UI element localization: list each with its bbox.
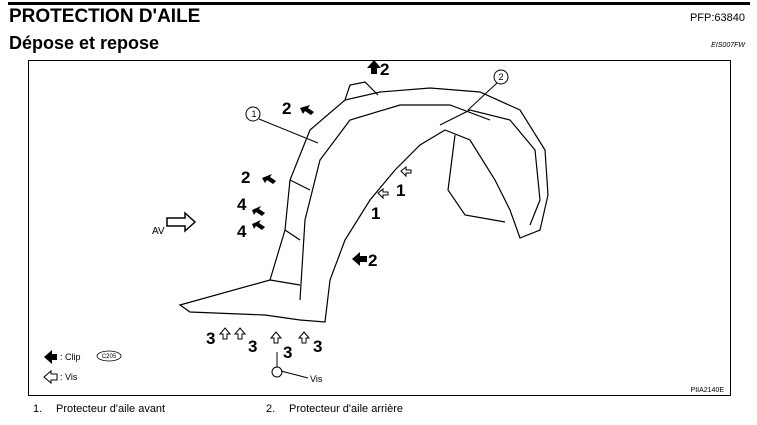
legend-clip-label: : Clip — [60, 352, 81, 362]
screw-arrow-icons — [43, 165, 412, 385]
callout-clip-b: 4 — [237, 195, 247, 214]
screw-label: Vis — [310, 374, 323, 384]
clip-arrow-icon — [367, 60, 381, 74]
screw-icon — [271, 366, 283, 378]
legend-clip-icon — [44, 350, 57, 364]
figure-id: PIIA2140E — [691, 387, 725, 394]
page-title: PROTECTION D'AILE — [9, 6, 201, 27]
screw-arrow-icon — [233, 327, 247, 340]
screw-arrow-icon — [297, 331, 311, 344]
callout-screw: 1 — [396, 181, 405, 200]
legend-clip-code: C205 — [102, 354, 117, 360]
top-rule — [8, 2, 750, 5]
part-code: PFP:63840 — [689, 12, 745, 24]
part-1-number: 1 — [251, 109, 256, 119]
footnote-1-number: 1. — [33, 403, 43, 415]
callout-screw-b: 3 — [248, 337, 257, 356]
clip-arrow-icon — [252, 206, 265, 216]
callout-clip: 2 — [368, 251, 377, 270]
callout-screw-b: 3 — [283, 343, 292, 362]
clip-arrow-icon — [352, 252, 367, 266]
footnote-2-number: 2. — [266, 403, 276, 415]
callout-clip: 2 — [282, 99, 291, 118]
screw-arrow-icon — [400, 165, 412, 178]
legend-screw-label: : Vis — [60, 372, 78, 382]
footnote-1-text: Protecteur d'aile avant — [56, 403, 166, 415]
figure-frame — [28, 60, 731, 396]
footnote-2-text: Protecteur d'aile arrière — [289, 403, 403, 415]
legend-screw-icon — [43, 369, 58, 385]
callout-screw: 1 — [371, 204, 380, 223]
screw-arrow-icon — [269, 331, 283, 344]
section-title: Dépose et repose — [9, 33, 160, 53]
protector-outline — [178, 81, 549, 323]
clip-arrow-icon — [300, 105, 314, 115]
part-1-marker — [245, 106, 261, 122]
part-2-number: 2 — [498, 72, 503, 82]
callout-clip: 2 — [241, 168, 250, 187]
clip-arrow-icon — [252, 220, 265, 230]
clip-arrow-icon — [262, 174, 276, 184]
callout-clip: 2 — [380, 60, 389, 79]
callout-screw-b: 3 — [206, 329, 215, 348]
callout-screw-b: 3 — [313, 337, 322, 356]
screw-arrow-icon — [377, 187, 389, 200]
part-2-marker — [493, 69, 509, 85]
callout-clip-b: 4 — [237, 222, 247, 241]
front-direction-label: AV — [152, 226, 165, 237]
section-code: EIS007FW — [711, 42, 745, 49]
front-direction-arrow-icon — [166, 211, 197, 233]
screw-arrow-icon — [218, 327, 232, 340]
clip-arrow-icons — [44, 60, 381, 364]
